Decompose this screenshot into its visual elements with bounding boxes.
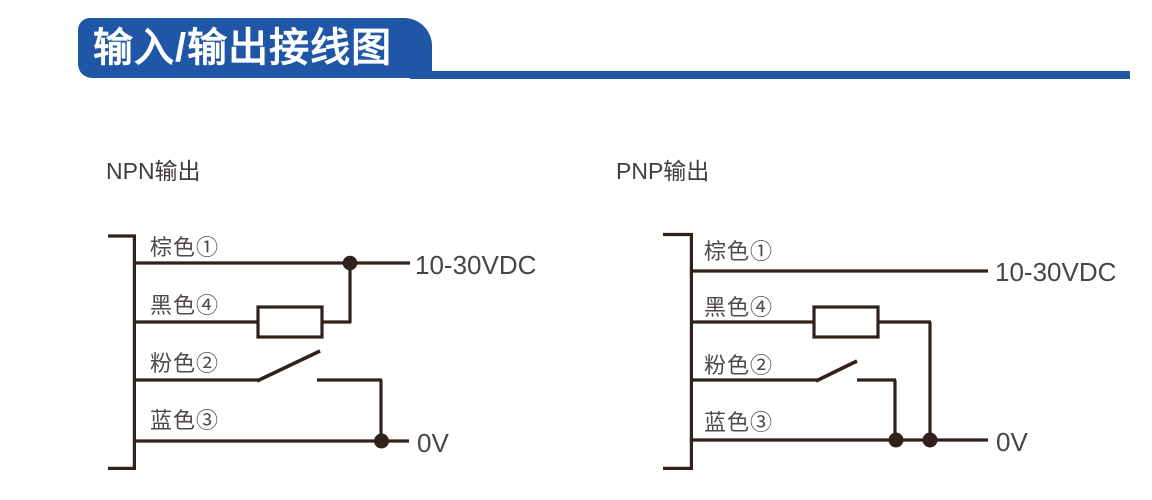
npn-ground-terminal-label: 0V [417,428,449,458]
pnp-sensor-bracket [663,232,693,470]
npn-wire-label-black: 黑色④ [150,293,220,318]
pnp-load-resistor [812,305,880,339]
npn-sensor-bracket [108,234,136,470]
npn-load-resistor [256,305,324,339]
pnp-wire-label-blue: 蓝色③ [704,410,774,435]
npn-circuit [108,234,410,470]
pnp-switch-junction-dot [888,432,904,448]
npn-power-junction-dot [342,255,358,271]
npn-wire-label-pink: 粉色② [150,351,220,376]
npn-switch-lever [256,349,321,383]
npn-wire-label-brown: 棕色① [150,235,220,260]
npn-ground-junction-dot [374,433,389,449]
npn-wire-label-blue: 蓝色③ [150,408,220,433]
pnp-resistor-junction-dot [922,432,938,448]
pnp-wire-label-black: 黑色④ [704,295,774,320]
pnp-wire-label-brown: 棕色① [704,239,774,264]
npn-diagram-title: NPN输出 [106,158,201,184]
npn-power-terminal-label: 10-30VDC [415,250,537,280]
pnp-wire-label-pink: 粉色② [704,353,774,378]
page-title: 输入/输出接线图 [93,26,393,70]
pnp-ground-terminal-label: 0V [996,427,1028,457]
pnp-power-terminal-label: 10-30VDC [995,257,1117,287]
banner-underline [410,71,1130,79]
pnp-switch-lever [815,359,858,383]
pnp-circuit [663,232,988,470]
pnp-diagram-title: PNP输出 [616,158,710,184]
page-title-banner: 输入/输出接线图 [78,18,432,78]
